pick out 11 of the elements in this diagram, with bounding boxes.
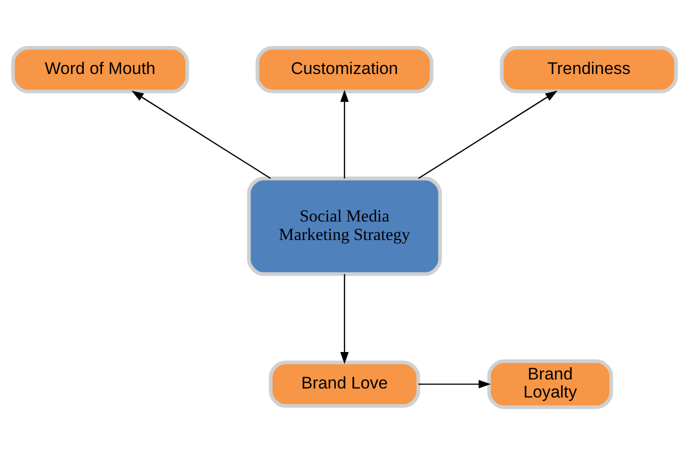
arrow <box>132 90 271 178</box>
arrow <box>418 379 491 388</box>
arrow <box>340 274 349 364</box>
node-box: Brand Loyalty <box>487 358 614 408</box>
node-box: Brand Love <box>268 360 420 408</box>
node-box: Customization <box>256 46 434 93</box>
arrow <box>418 90 558 178</box>
arrow <box>340 89 349 178</box>
node-box: Word of Mouth <box>11 46 190 93</box>
node-box: Trendiness <box>500 46 678 93</box>
node-box: Social Media Marketing Strategy <box>247 176 442 276</box>
